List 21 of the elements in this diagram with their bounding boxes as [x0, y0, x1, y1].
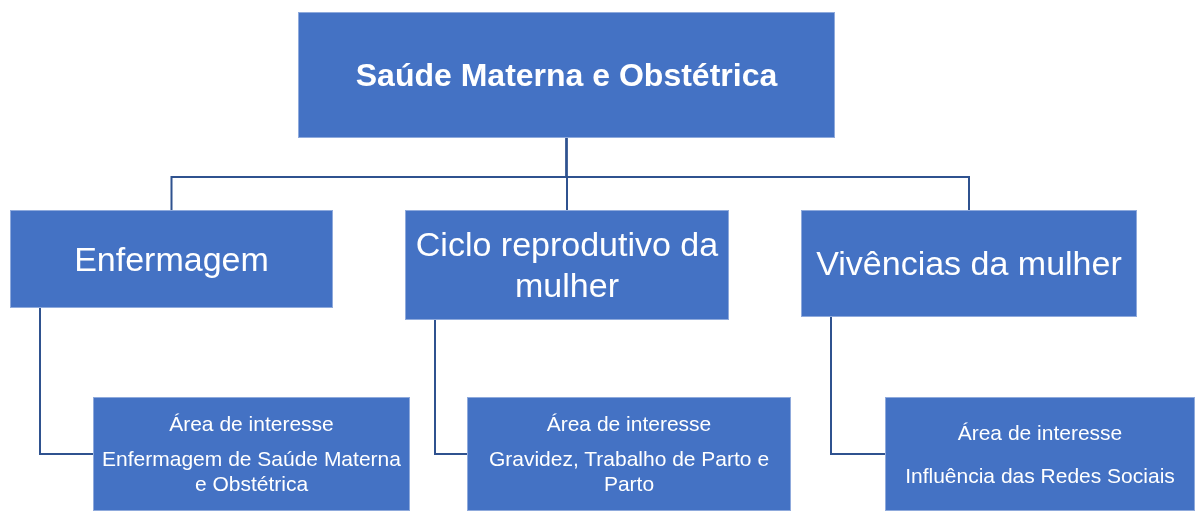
topic-text: Saúde Materna e Obstétrica: [355, 55, 778, 95]
topic-text: Vivências da mulher: [816, 243, 1122, 284]
topic-text: Gravidez, Trabalho de Parto e Parto: [487, 446, 771, 497]
connector-line: [830, 316, 886, 455]
topic-box: [467, 397, 791, 511]
topic-box: [93, 397, 410, 511]
heading-text: Área de interesse: [546, 411, 712, 437]
topic-text: Enfermagem de Saúde Materna e Obstétrica: [102, 446, 401, 497]
topic-box: [801, 210, 1137, 317]
topic-box: [885, 397, 1195, 511]
topic-box: [298, 12, 835, 138]
heading-text: Área de interesse: [169, 411, 334, 437]
connector-line: [434, 319, 468, 455]
topic-text: Ciclo reprodutivo da mulher: [414, 224, 720, 306]
connector-line: [565, 137, 970, 211]
topic-box: [10, 210, 333, 308]
topic-text: Influência das Redes Sociais: [905, 462, 1175, 489]
heading-text: Área de interesse: [957, 419, 1123, 446]
topic-text: Enfermagem: [74, 238, 269, 280]
topic-box: [405, 210, 729, 320]
connector-line: [39, 307, 94, 455]
